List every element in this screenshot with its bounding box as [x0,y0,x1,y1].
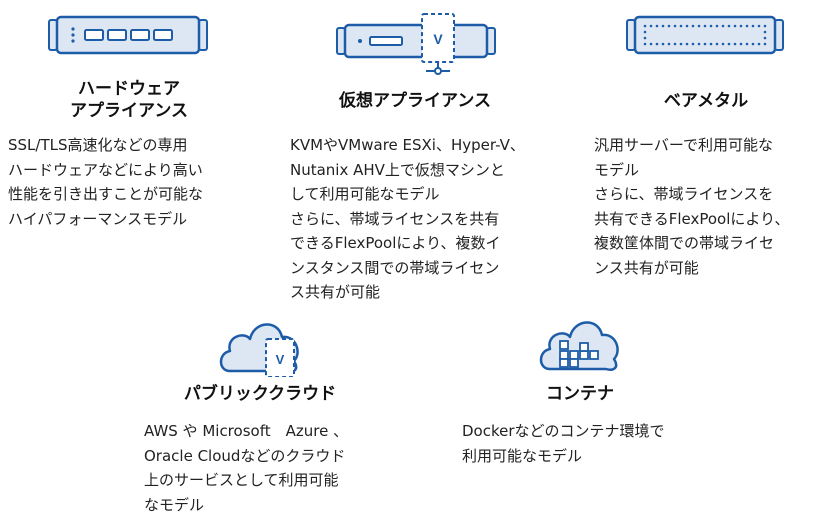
title-line: 仮想アプライアンス [339,91,491,111]
virtual-letter: V [433,31,443,47]
description-container: Dockerなどのコンテナ環境で 利用可能なモデル [462,419,665,468]
container-blocks [559,340,599,368]
description-virtual-appliance: KVMやVMware ESXi、Hyper-V、 Nutanix AHV上で仮想… [290,133,525,305]
description-line: なモデル [144,495,205,514]
description-line: できるFlexPoolにより、複数イ [290,234,501,252]
description-line: AWS や Microsoft Azure 、 [144,422,349,440]
model-virtual-appliance: V 仮想アプライアンス KVMやVMware ESXi、Hyper-V、 Nut… [280,0,580,310]
description-line: ス共有が可能 [290,283,381,301]
title-virtual-appliance: 仮想アプライアンス [320,90,510,112]
model-container: コンテナ Dockerなどのコンテナ環境で 利用可能なモデル [456,305,756,523]
title-public-cloud: パブリッククラウド [160,383,360,405]
title-line: アプライアンス [70,101,188,121]
description-line: 共有できるFlexPoolにより、 [594,209,790,228]
description-line: さらに、帯域ライセンスを [594,185,774,203]
virtual-appliance-icon: V [336,13,496,75]
bare-metal-server-icon [626,15,784,55]
virtual-letter: V [276,352,285,367]
description-line: Dockerなどのコンテナ環境で [462,422,665,440]
description-line: Oracle Cloudなどのクラウド [144,446,346,465]
title-hardware-appliance: ハードウェア アプライアンス [64,78,194,122]
description-public-cloud: AWS や Microsoft Azure 、 Oracle Cloudなどのク… [144,419,348,517]
model-bare-metal: ベアメタル 汎用サーバーで利用可能な モデル さらに、帯域ライセンスを 共有でき… [580,0,832,300]
cloud-container-icon [539,321,619,371]
description-line: モデル [594,160,640,179]
description-hardware-appliance: SSL/TLS高速化などの専用 ハードウェアなどにより高い 性能を引き出すことが… [8,133,203,231]
description-line: ンス共有が可能 [594,258,699,277]
description-line: SSL/TLS高速化などの専用 [8,136,188,154]
title-line: ハードウェア [78,79,180,99]
title-line: コンテナ [546,384,614,404]
title-bare-metal: ベアメタル [636,90,776,112]
description-bare-metal: 汎用サーバーで利用可能な モデル さらに、帯域ライセンスを 共有できるFlexP… [594,133,789,280]
description-line: さらに、帯域ライセンスを共有 [290,209,500,228]
title-line: パブリッククラウド [183,384,337,404]
description-line: ハードウェアなどにより高い [8,160,203,179]
description-line: 上のサービスとして利用可能 [144,471,339,489]
model-hardware-appliance: ハードウェア アプライアンス SSL/TLS高速化などの専用 ハードウェアなどに… [0,0,280,300]
cloud-virtual-icon: V [219,323,299,377]
description-line: KVMやVMware ESXi、Hyper-V、 [290,136,525,154]
title-container: コンテナ [510,383,650,405]
description-line: ンスタンス間での帯域ライセン [290,258,500,277]
model-public-cloud: V パブリッククラウド AWS や Microsoft Azure 、 Orac… [140,305,440,523]
server-appliance-icon [48,15,208,55]
description-line: Nutanix AHV上で仮想マシンと [290,160,505,179]
description-line: 複数筐体間での帯域ライセ [594,234,775,252]
title-line: ベアメタル [663,91,749,111]
description-line: して利用可能なモデル [290,185,440,203]
description-line: 性能を引き出すことが可能な [8,185,204,203]
description-line: 汎用サーバーで利用可能な [594,136,773,154]
description-line: 利用可能なモデル [462,446,583,465]
description-line: ハイパフォーマンスモデル [8,209,188,228]
